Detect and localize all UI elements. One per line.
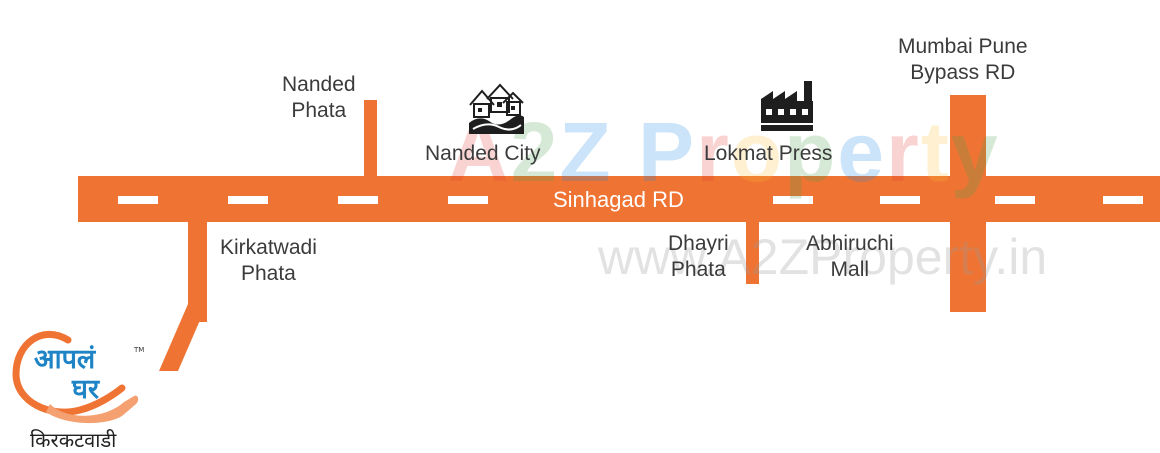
- nanded-phata-road: [364, 100, 377, 178]
- lane-marking: [773, 196, 813, 204]
- kirkatwadi-phata-label: Kirkatwadi Phata: [220, 235, 317, 287]
- lane-marking: [228, 196, 268, 204]
- watermark-letter: e: [837, 105, 887, 199]
- watermark-letter: r: [886, 105, 921, 199]
- nanded-phata-line1: Nanded: [282, 73, 356, 96]
- dhayri-phata-label: Dhayri Phata: [668, 231, 729, 283]
- sinhagad-road-label: Sinhagad RD: [553, 187, 684, 212]
- kirkatwadi-road-diagonal: [159, 304, 207, 371]
- lokmat-press-label: Lokmat Press: [704, 142, 833, 165]
- factory-icon: [761, 81, 813, 131]
- aapla-ghar-logo: आपलं घर TM: [12, 331, 144, 424]
- watermark-letter: [613, 105, 638, 199]
- lane-marking: [995, 196, 1035, 204]
- lane-marking: [448, 196, 488, 204]
- logo-line1: आपलं: [34, 344, 97, 375]
- dhayri-phata-road: [746, 220, 759, 284]
- mumbai-pune-bypass-label: Mumbai Pune Bypass RD: [898, 34, 1028, 86]
- bypass-road: [950, 95, 986, 312]
- watermark-url: www.A2ZProperty.in: [598, 229, 1048, 285]
- houses-icon: [469, 83, 524, 134]
- watermark-letter: r: [696, 105, 731, 199]
- nanded-phata-label: Nanded Phata: [282, 72, 356, 124]
- logo-swoosh-icon: [12, 331, 126, 416]
- abhiruchi-mall-label: Abhiruchi Mall: [806, 231, 894, 283]
- abhiruchi-mall-line2: Mall: [830, 258, 870, 281]
- kirkatwadi-road-vertical: [188, 220, 207, 322]
- lane-marking: [118, 196, 158, 204]
- watermark-letter: Z: [559, 105, 613, 199]
- watermark-letter: y: [950, 105, 1000, 199]
- hand-icon: [46, 395, 139, 424]
- lane-marking: [1103, 196, 1143, 204]
- watermark-letter: t: [920, 105, 951, 199]
- kirkatwadi-phata-line1: Kirkatwadi: [220, 236, 317, 259]
- nanded-phata-line2: Phata: [291, 99, 347, 122]
- mumbai-pune-bypass-line1: Mumbai Pune: [898, 35, 1028, 58]
- logo-caption: किरकटवाडी: [30, 428, 117, 452]
- logo-line2: घर: [71, 374, 100, 405]
- dhayri-phata-line1: Dhayri: [668, 232, 729, 255]
- watermark-letter: P: [638, 105, 697, 199]
- nanded-city-label: Nanded City: [425, 142, 541, 165]
- kirkatwadi-phata-line2: Phata: [240, 262, 296, 285]
- mumbai-pune-bypass-line2: Bypass RD: [910, 61, 1016, 84]
- lane-marking: [338, 196, 378, 204]
- abhiruchi-mall-line1: Abhiruchi: [806, 232, 894, 255]
- logo-trademark: TM: [133, 346, 144, 354]
- dhayri-phata-line2: Phata: [670, 258, 726, 281]
- lane-marking: [880, 196, 920, 204]
